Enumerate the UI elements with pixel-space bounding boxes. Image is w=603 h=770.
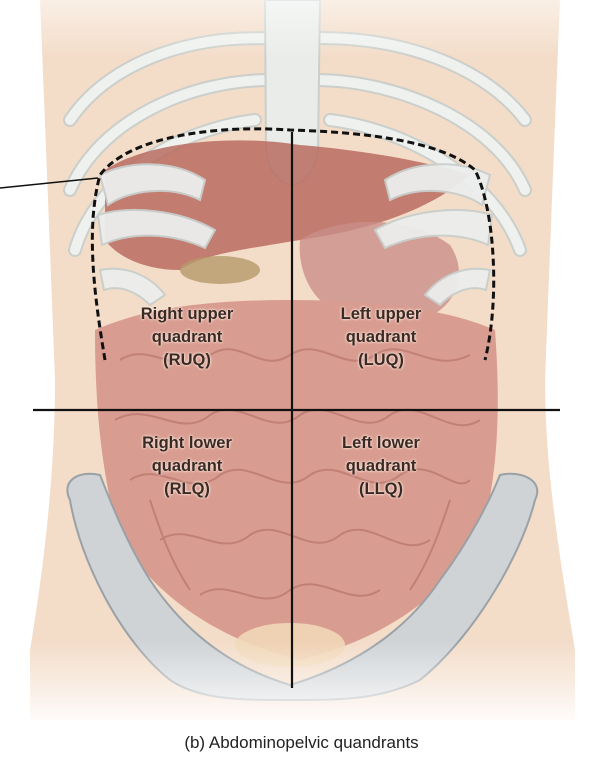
abdominal-boundary [90, 127, 496, 361]
intestines [95, 300, 498, 660]
top-fade [0, 0, 603, 60]
bottom-fade [0, 640, 603, 730]
lower-ribs [96, 163, 494, 307]
label-right-lower-quadrant: Right lower quadrant (RLQ) [142, 434, 232, 498]
stomach [299, 221, 459, 324]
gallbladder [180, 256, 260, 284]
label-left-upper-quadrant: Left upper quadrant (LUQ) [340, 305, 422, 369]
figure-caption: (b) Abdominopelvic quandrants [184, 733, 419, 752]
leader-line [0, 177, 99, 189]
label-left-lower-quadrant: Left lower quadrant (LLQ) [342, 434, 420, 498]
label-right-upper-quadrant: Right upper quadrant (RUQ) [140, 305, 234, 369]
intestine-folds [114, 348, 481, 600]
